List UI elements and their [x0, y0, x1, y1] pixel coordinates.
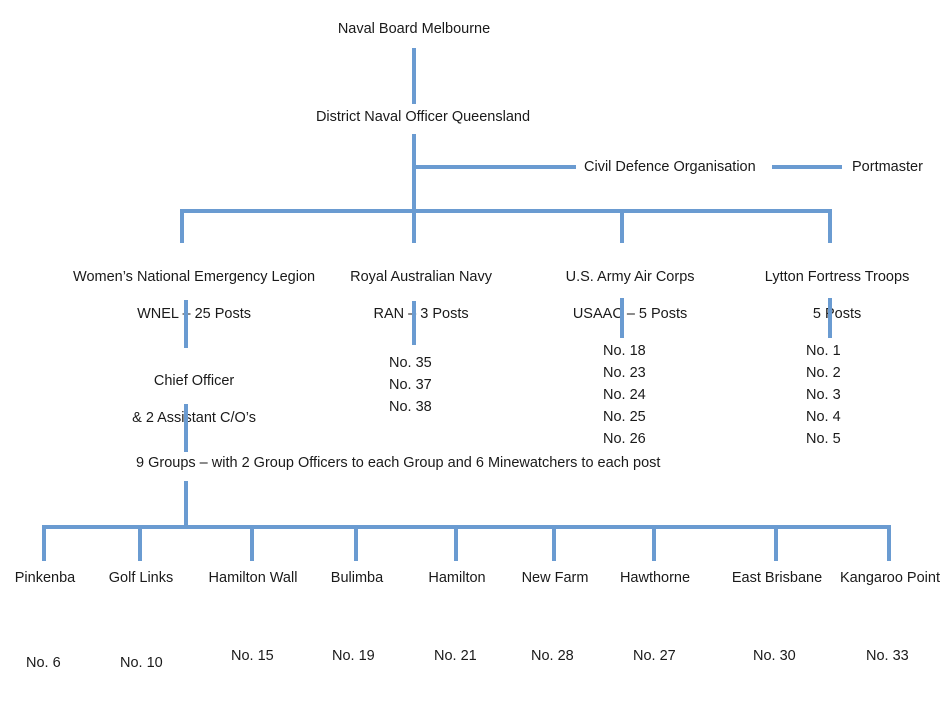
group-label-east-brisbane: East Brisbane [731, 570, 823, 586]
group-posts-kangaroo-point: No. 33 No. 36 [866, 601, 909, 711]
drop-org-lytton [828, 209, 832, 243]
post-item: No. 6 [26, 655, 61, 672]
drop-group-kangaroo-point [887, 525, 891, 561]
post-item: No. 18 [603, 343, 646, 359]
post-list-lytton: No. 1 No. 2 No. 3 No. 4 No. 5 [806, 340, 841, 450]
drop-group-bulimba [354, 525, 358, 561]
connector-wnel-to-chief-officer [184, 300, 188, 348]
post-list-usaac: No. 18 No. 23 No. 24 No. 25 No. 26 [603, 340, 646, 450]
org-name-lytton: Lytton Fortress Troops [764, 268, 910, 285]
node-civil-defence-organisation: Civil Defence Organisation [584, 159, 756, 175]
post-item: No. 28 [531, 648, 574, 665]
drop-group-hamilton-wall [250, 525, 254, 561]
bus-groups [42, 525, 891, 529]
post-item: No. 33 [866, 648, 909, 665]
connector-chief-officer-to-groups-note [184, 404, 188, 452]
drop-group-new-farm [552, 525, 556, 561]
org-title-usaac: U.S. Army Air Corps USAAC – 5 Posts [549, 249, 695, 342]
connector-groups-note-to-bus [184, 481, 188, 527]
connector-ran-to-posts [412, 301, 416, 345]
connector-dno-trunk [412, 134, 416, 212]
group-label-golf-links: Golf Links [108, 570, 174, 586]
post-item: No. 2 [806, 365, 841, 382]
chief-officer-line-1: Chief Officer [153, 372, 235, 389]
drop-org-usaac [620, 209, 624, 243]
post-item: No. 3 [806, 387, 841, 404]
post-item: No. 4 [806, 409, 841, 426]
drop-group-hamilton [454, 525, 458, 561]
post-item: No. 24 [603, 387, 646, 404]
group-label-new-farm: New Farm [521, 570, 589, 586]
drop-group-hawthorne [652, 525, 656, 561]
drop-group-golf-links [138, 525, 142, 561]
drop-org-wnel [180, 209, 184, 243]
group-label-hamilton: Hamilton [428, 570, 486, 586]
post-item: No. 5 [806, 431, 841, 448]
drop-group-pinkenba [42, 525, 46, 561]
connector-lytton-to-posts [828, 298, 832, 338]
org-title-wnel: Women’s National Emergency Legion WNEL –… [57, 249, 315, 342]
group-posts-bulimba: No. 19 No. 20 [332, 601, 375, 711]
group-posts-new-farm: No. 28 No. 34 [531, 601, 574, 711]
connector-civil-defence-to-portmaster [772, 165, 842, 169]
post-item: No. 1 [806, 343, 841, 359]
group-posts-east-brisbane: No. 30 No. 31 No. 32 [753, 601, 796, 711]
connector-usaac-to-posts [620, 298, 624, 338]
post-item: No. 27 [633, 648, 676, 665]
post-item: No. 25 [603, 409, 646, 426]
org-subtitle-usaac: USAAC – 5 Posts [572, 305, 688, 322]
post-item: No. 15 [231, 648, 274, 665]
post-item: No. 23 [603, 365, 646, 382]
post-item: No. 37 [389, 377, 432, 394]
connector-dno-to-civil-defence [412, 165, 576, 169]
post-item: No. 21 [434, 648, 477, 665]
chief-officer-line-2: & 2 Assistant C/O’s [132, 409, 256, 426]
drop-org-ran [412, 209, 416, 243]
group-label-pinkenba: Pinkenba [14, 570, 76, 586]
group-posts-hamilton-wall: No. 15 No. 16 No. 17 No. 18 [231, 601, 274, 711]
post-item: No. 38 [389, 399, 432, 416]
post-item: No. 19 [332, 648, 375, 665]
group-label-bulimba: Bulimba [330, 570, 384, 586]
node-naval-board-melbourne: Naval Board Melbourne [337, 21, 491, 37]
group-label-hawthorne: Hawthorne [619, 570, 691, 586]
group-posts-hawthorne: No. 27 No. 29 [633, 601, 676, 711]
org-name-wnel: Women’s National Emergency Legion [73, 268, 316, 285]
node-district-naval-officer-queensland: District Naval Officer Queensland [315, 109, 531, 125]
org-name-usaac: U.S. Army Air Corps [565, 268, 695, 285]
group-label-hamilton-wall: Hamilton Wall [208, 570, 298, 586]
post-list-ran: No. 35 No. 37 No. 38 [389, 352, 432, 418]
org-title-lytton: Lytton Fortress Troops 5 Posts [749, 249, 910, 342]
post-item: No. 30 [753, 648, 796, 665]
node-portmaster: Portmaster [852, 159, 923, 175]
node-groups-note: 9 Groups – with 2 Group Officers to each… [136, 455, 661, 471]
group-label-kangaroo-point: Kangaroo Point [840, 570, 940, 586]
group-posts-golf-links: No. 10 No. 11 No. 12 No. 13 No. 14 [120, 608, 163, 711]
group-posts-hamilton: No. 21 No. 22 [434, 601, 477, 711]
org-subtitle-lytton: 5 Posts [812, 305, 862, 322]
org-subtitle-wnel: WNEL – 25 Posts [137, 305, 252, 322]
connector-root-to-dno [412, 48, 416, 104]
post-item: No. 26 [603, 431, 646, 448]
org-subtitle-ran: RAN – 3 Posts [373, 305, 469, 322]
group-posts-pinkenba: No. 6 No. 7 No. 8 No.9 [26, 608, 61, 711]
bus-organisations [180, 209, 832, 213]
drop-group-east-brisbane [774, 525, 778, 561]
post-item: No. 35 [389, 355, 432, 371]
org-name-ran: Royal Australian Navy [350, 268, 492, 285]
post-item: No. 10 [120, 655, 163, 672]
